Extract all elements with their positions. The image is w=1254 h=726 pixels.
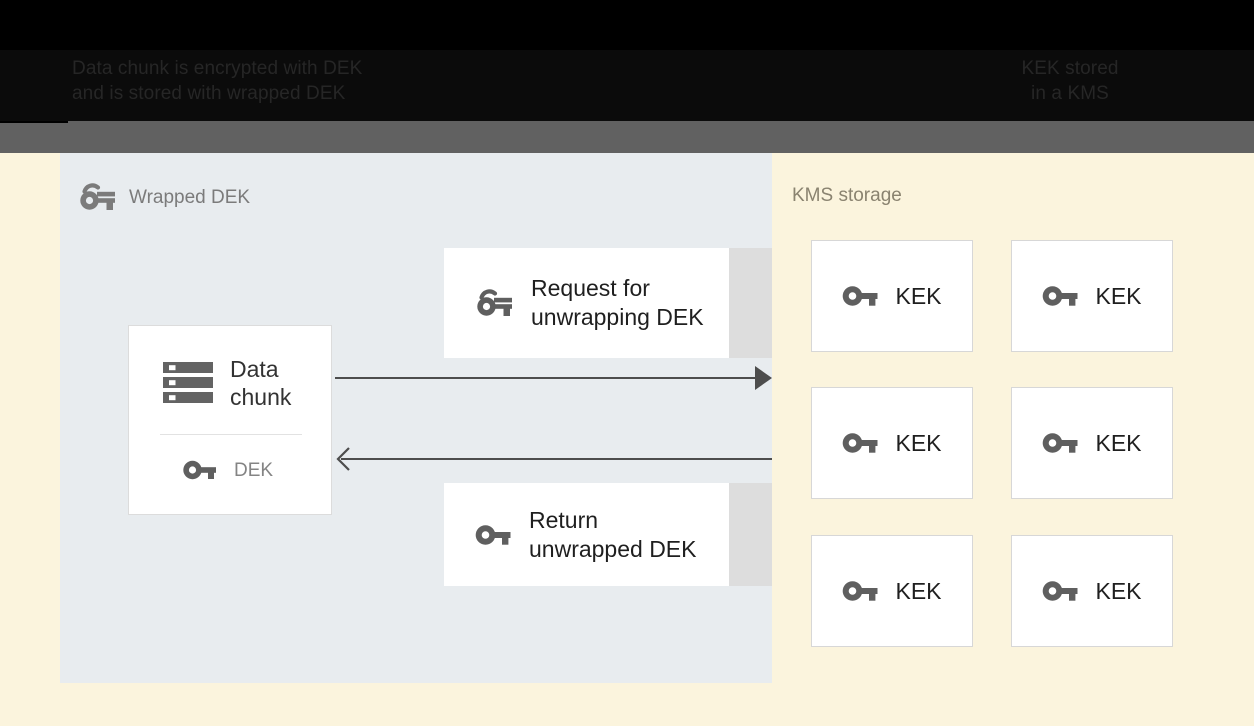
kek-card[interactable]: KEK xyxy=(811,387,973,499)
kek-card[interactable]: KEK xyxy=(1011,240,1173,352)
key-icon xyxy=(842,284,878,308)
return-arrow-line xyxy=(341,458,772,460)
key-icon xyxy=(842,579,878,603)
key-icon xyxy=(1042,579,1078,603)
key-icon xyxy=(475,523,511,547)
key-icon xyxy=(1042,284,1078,308)
caption-band: Data chunk is encrypted with DEK and is … xyxy=(0,50,1254,121)
kek-card[interactable]: KEK xyxy=(1011,387,1173,499)
storage-stack-icon xyxy=(162,360,214,406)
caption-left-text: Data chunk is encrypted with DEK and is … xyxy=(72,58,363,104)
wrapped-key-icon xyxy=(475,287,513,319)
toolbar-notch xyxy=(0,121,68,123)
kek-label: KEK xyxy=(895,429,942,456)
request-arrow-head xyxy=(755,366,772,390)
kek-label: KEK xyxy=(1095,577,1142,604)
toolbar-gray-band xyxy=(0,121,1254,153)
wrapped-dek-panel-title: Wrapped DEK xyxy=(129,186,251,208)
request-card-label: Request for unwrapping DEK xyxy=(531,275,704,330)
return-arrow-head xyxy=(336,447,350,471)
return-unwrapped-card[interactable]: Return unwrapped DEK xyxy=(444,483,729,586)
wrapped-dek-panel-header: Wrapped DEK xyxy=(78,182,250,212)
data-chunk-dek-row: DEK xyxy=(183,459,273,481)
kek-label: KEK xyxy=(1095,429,1142,456)
wrapped-key-icon xyxy=(78,182,116,212)
kek-card[interactable]: KEK xyxy=(811,240,973,352)
kms-storage-title: KMS storage xyxy=(792,185,902,206)
request-unwrapping-card[interactable]: Request for unwrapping DEK xyxy=(444,248,729,358)
caption-right-text: KEK stored in a KMS xyxy=(1021,58,1119,104)
return-card-label: Return unwrapped DEK xyxy=(529,506,697,562)
data-chunk-label: Data chunk xyxy=(230,356,292,410)
key-icon xyxy=(842,431,878,455)
data-chunk-card[interactable]: Data chunk DEK xyxy=(128,325,332,515)
kek-label: KEK xyxy=(1095,282,1142,309)
key-icon xyxy=(1042,431,1078,455)
kek-card[interactable]: KEK xyxy=(1011,535,1173,647)
kek-label: KEK xyxy=(895,282,942,309)
data-chunk-dek-label: DEK xyxy=(234,459,274,481)
top-black-band xyxy=(0,0,1254,50)
data-chunk-header: Data chunk xyxy=(162,355,291,411)
data-chunk-divider xyxy=(160,434,302,435)
request-arrow-line xyxy=(335,377,765,379)
kek-card[interactable]: KEK xyxy=(811,535,973,647)
kek-label: KEK xyxy=(895,577,942,604)
key-icon xyxy=(183,459,217,481)
